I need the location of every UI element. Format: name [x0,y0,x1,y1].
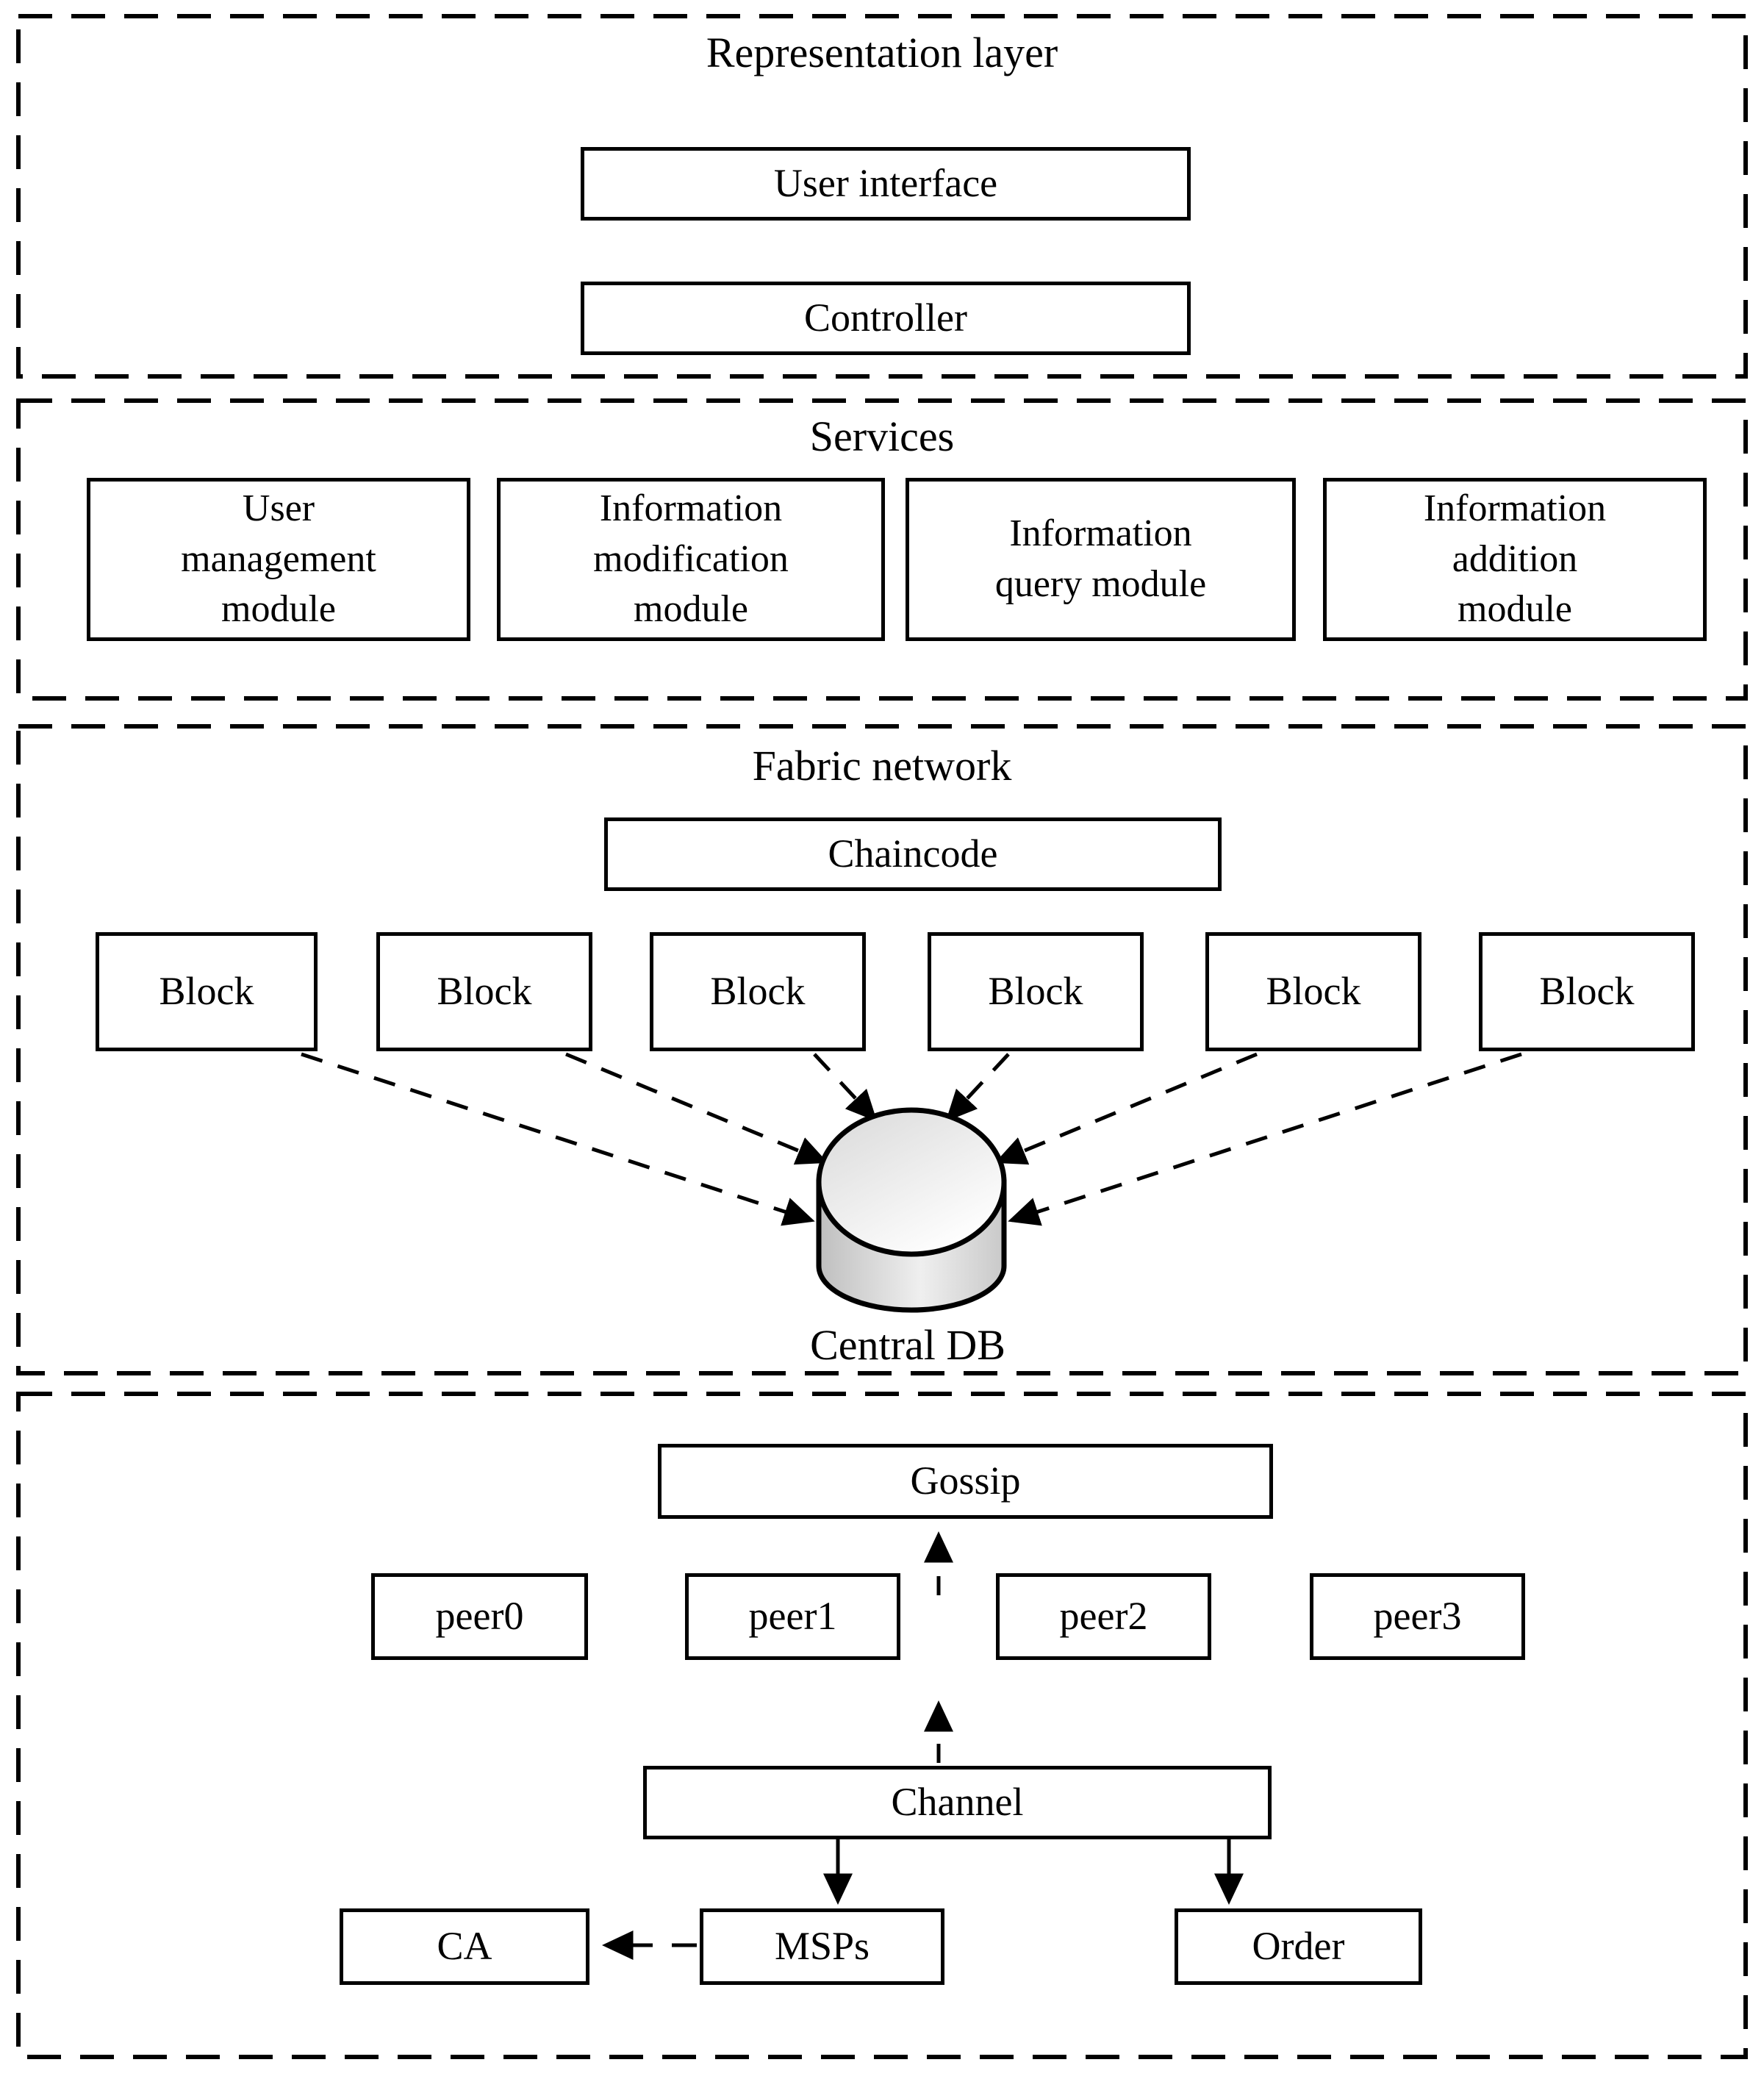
module-line: query module [994,563,1207,605]
block4-to-db-arrow [945,1053,1010,1122]
gossip-box: Gossip [658,1444,1273,1519]
channel-label: Channel [891,1780,1024,1825]
information-modification-module-box: Information modification module [497,478,885,641]
peer-label: peer1 [748,1594,837,1639]
module-line: Information [1009,512,1192,555]
user-interface-label: User interface [773,161,998,206]
msps-label: MSPs [774,1924,870,1969]
module-line: Information [1423,487,1607,530]
module-line: modification [593,537,789,580]
peer3-box: peer3 [1310,1573,1525,1660]
central-db-cylinder [816,1107,1007,1313]
block6-to-db-arrow [1008,1052,1522,1226]
gossip-label: Gossip [910,1459,1021,1503]
network-layer-border [16,1392,1748,2059]
peer1-box: peer1 [685,1573,900,1660]
module-line: addition [1452,537,1578,580]
peer0-box: peer0 [371,1573,588,1660]
fabric-layer-title: Fabric network [752,742,1012,790]
block-box-4: Block [928,932,1144,1051]
central-db-label: Central DB [810,1321,1005,1369]
peer-label: peer0 [435,1594,524,1639]
fabric-layer-border [16,724,1748,1375]
peer-label: peer2 [1059,1594,1148,1639]
module-line: management [181,537,376,580]
module-line: module [1458,588,1572,631]
peer2-box: peer2 [996,1573,1211,1660]
chaincode-box: Chaincode [604,817,1222,891]
block-label: Block [159,969,254,1014]
module-line: Information [599,487,783,530]
block-box-2: Block [376,932,592,1051]
order-label: Order [1252,1924,1345,1969]
module-line: User [242,487,315,530]
information-addition-module-box: Information addition module [1323,478,1707,641]
user-interface-box: User interface [581,147,1191,221]
block-label: Block [988,969,1083,1014]
ca-label: CA [437,1924,492,1969]
block-box-6: Block [1479,932,1695,1051]
block-label: Block [710,969,806,1014]
module-line: module [634,588,748,631]
order-box: Order [1175,1908,1422,1985]
block-box-5: Block [1205,932,1421,1051]
block-label: Block [437,969,532,1014]
channel-box: Channel [643,1766,1272,1839]
services-layer-border [16,398,1748,701]
block5-to-db-arrow [994,1052,1258,1165]
controller-label: Controller [804,296,967,340]
chaincode-label: Chaincode [828,831,998,876]
block1-to-db-arrow [301,1052,815,1226]
services-layer-title: Services [809,412,955,460]
representation-layer-border [16,14,1748,379]
msps-box: MSPs [700,1908,944,1985]
block2-to-db-arrow [565,1052,828,1165]
block-box-1: Block [96,932,318,1051]
module-line: module [221,588,336,631]
representation-layer-title: Representation layer [706,29,1058,76]
ca-box: CA [340,1908,589,1985]
block-label: Block [1539,969,1635,1014]
peer-label: peer3 [1373,1594,1462,1639]
block-label: Block [1266,969,1361,1014]
user-management-module-box: User management module [87,478,470,641]
block-box-3: Block [650,932,866,1051]
controller-box: Controller [581,282,1191,355]
information-query-module-box: Information query module [906,478,1296,641]
block3-to-db-arrow [813,1053,878,1122]
